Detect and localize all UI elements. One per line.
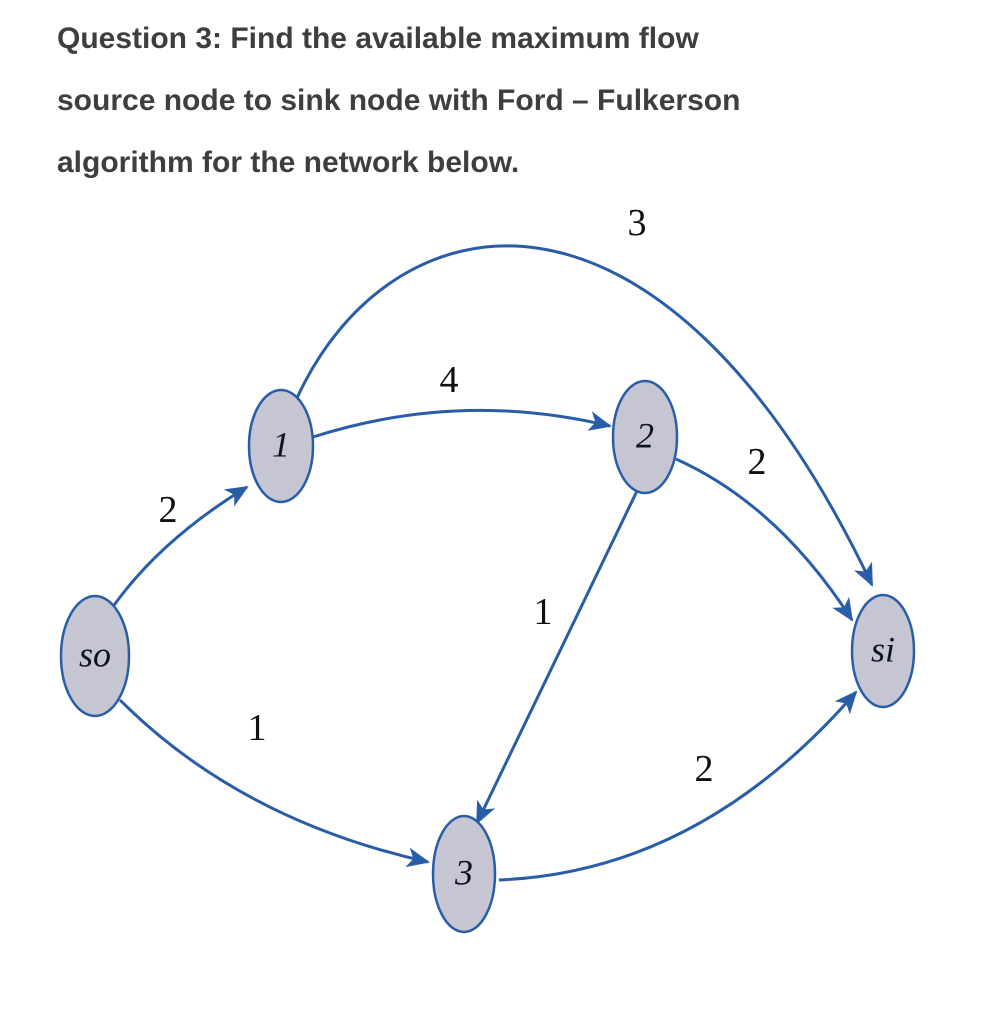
node-ellipse-1 xyxy=(247,388,315,504)
node-label-3: 3 xyxy=(454,852,473,892)
question-line: source node to sink node with Ford – Ful… xyxy=(57,84,741,117)
edge-2-3 xyxy=(475,490,639,825)
node-1: 1 xyxy=(247,388,315,504)
node-label-si: si xyxy=(871,629,895,669)
node-ellipse-2 xyxy=(611,379,679,495)
node-3: 3 xyxy=(431,814,497,934)
node-2: 2 xyxy=(611,379,679,495)
node-ellipse-3 xyxy=(431,814,497,934)
edge-capacity-label-1-2: 4 xyxy=(440,359,459,401)
node-label-1: 1 xyxy=(272,424,290,464)
node-ellipse-si xyxy=(850,593,916,709)
edge-2-si xyxy=(675,457,854,622)
node-si: si xyxy=(850,593,916,709)
edge-1-si xyxy=(295,244,874,587)
edge-3-si xyxy=(498,690,858,882)
question-line: algorithm for the network below. xyxy=(57,146,520,179)
node-label-so: so xyxy=(79,634,111,674)
edge-capacity-label-so-3: 1 xyxy=(248,707,267,749)
node-so: so xyxy=(59,594,131,718)
edge-capacity-label-1-si: 3 xyxy=(628,202,647,244)
edge-so-1 xyxy=(110,485,249,609)
edge-capacity-label-3-si: 2 xyxy=(695,748,714,790)
edge-capacity-label-so-1: 2 xyxy=(159,489,178,531)
node-label-2: 2 xyxy=(636,415,654,455)
edge-1-2 xyxy=(312,408,612,439)
node-ellipse-so xyxy=(59,594,131,718)
edge-capacity-label-2-si: 2 xyxy=(748,441,767,483)
edge-capacity-label-2-3: 1 xyxy=(534,591,553,633)
question-line: Question 3: Find the available maximum f… xyxy=(57,22,699,55)
edge-so-3 xyxy=(118,698,430,868)
question-text: Question 3: Find the available maximum f… xyxy=(57,8,937,194)
